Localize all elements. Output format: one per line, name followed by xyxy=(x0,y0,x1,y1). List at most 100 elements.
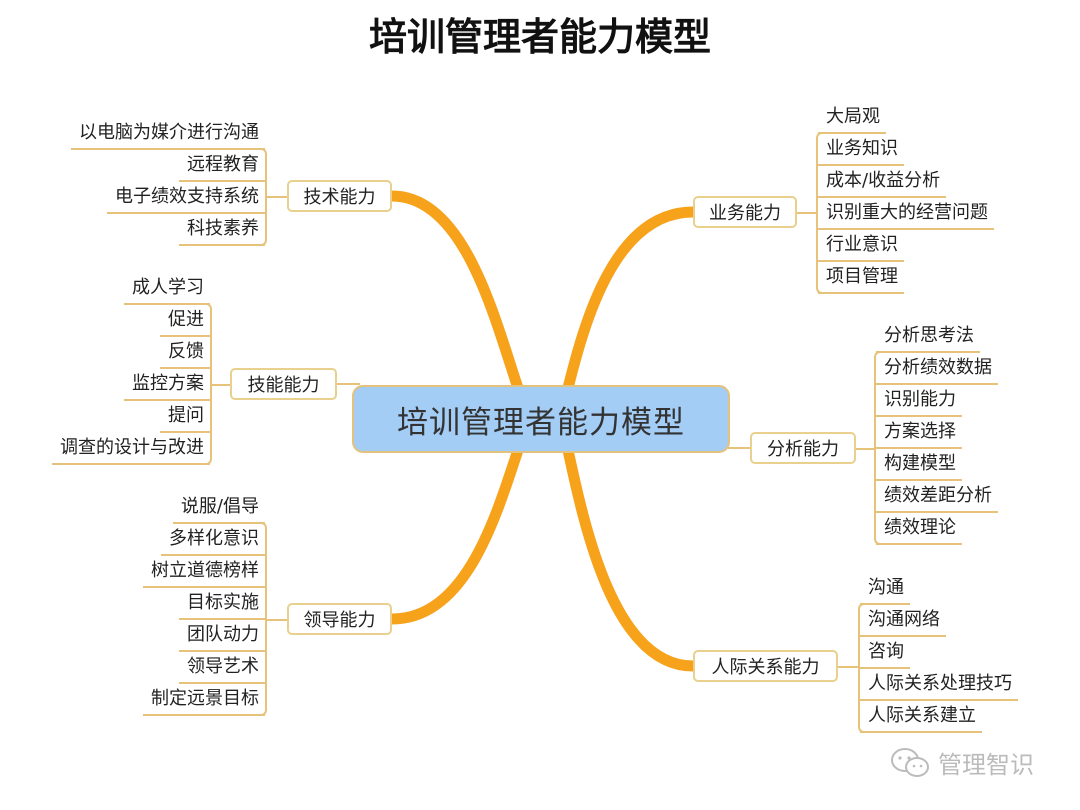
central-topic[interactable]: 培训管理者能力模型 xyxy=(352,385,730,453)
link-tech xyxy=(386,190,524,394)
leaf-label: 目标实施 xyxy=(179,590,265,620)
leaf-group-people: 沟通沟通网络咨询人际关系处理技巧人际关系建立 xyxy=(858,573,1018,733)
leaf-label: 构建模型 xyxy=(876,451,962,481)
branch-skill[interactable]: 技能能力 xyxy=(230,368,337,400)
leaf-item[interactable]: 人际关系建立 xyxy=(860,701,1018,733)
leaf-label: 绩效差距分析 xyxy=(876,483,998,513)
leaf-label: 说服/倡导 xyxy=(172,494,265,524)
bracket-connector xyxy=(856,448,876,450)
leaf-label: 人际关系建立 xyxy=(860,703,982,733)
leaf-item[interactable]: 领导艺术 xyxy=(143,652,265,684)
leaf-label: 绩效理论 xyxy=(876,515,962,545)
leaf-group-biz: 大局观业务知识成本/收益分析识别重大的经营问题行业意识项目管理 xyxy=(816,102,994,294)
leaf-label: 成人学习 xyxy=(124,275,210,305)
leaf-label: 反馈 xyxy=(160,339,210,369)
leaf-label: 提问 xyxy=(160,403,210,433)
branch-people[interactable]: 人际关系能力 xyxy=(693,650,838,682)
bracket-line xyxy=(257,148,267,246)
branch-lead[interactable]: 领导能力 xyxy=(287,603,392,635)
leaf-item[interactable]: 分析思考法 xyxy=(876,321,998,353)
bracket-line xyxy=(816,132,826,294)
leaf-label: 多样化意识 xyxy=(161,526,265,556)
leaf-item[interactable]: 绩效差距分析 xyxy=(876,481,998,513)
leaf-item[interactable]: 制定远景目标 xyxy=(143,684,265,716)
leaf-item[interactable]: 人际关系处理技巧 xyxy=(860,669,1018,701)
leaf-item[interactable]: 识别重大的经营问题 xyxy=(818,198,994,230)
leaf-item[interactable]: 项目管理 xyxy=(818,262,994,294)
leaf-group-analysis: 分析思考法分析绩效数据识别能力方案选择构建模型绩效差距分析绩效理论 xyxy=(874,321,998,545)
leaf-label: 调查的设计与改进 xyxy=(52,435,210,465)
leaf-label: 远程教育 xyxy=(179,152,265,182)
leaf-label: 人际关系处理技巧 xyxy=(860,671,1018,701)
leaf-group-lead: 说服/倡导多样化意识树立道德榜样目标实施团队动力领导艺术制定远景目标 xyxy=(143,492,267,716)
leaf-item[interactable]: 目标实施 xyxy=(143,588,265,620)
watermark-text: 管理智识 xyxy=(938,751,1034,779)
leaf-label: 团队动力 xyxy=(179,622,265,652)
leaf-label: 促进 xyxy=(160,307,210,337)
bracket-connector xyxy=(265,196,287,198)
leaf-label: 树立道德榜样 xyxy=(143,558,265,588)
leaf-label: 行业意识 xyxy=(818,232,904,262)
link-people xyxy=(562,444,699,672)
leaf-label: 项目管理 xyxy=(818,264,904,294)
bracket-line xyxy=(874,351,884,545)
bracket-connector xyxy=(265,619,287,621)
leaf-item[interactable]: 绩效理论 xyxy=(876,513,998,545)
leaf-label: 分析绩效数据 xyxy=(876,355,998,385)
leaf-item[interactable]: 说服/倡导 xyxy=(143,492,265,524)
bracket-connector xyxy=(838,666,860,668)
leaf-group-tech: 以电脑为媒介进行沟通远程教育电子绩效支持系统科技素养 xyxy=(71,118,267,246)
leaf-label: 沟通 xyxy=(860,575,910,605)
leaf-item[interactable]: 分析绩效数据 xyxy=(876,353,998,385)
leaf-item[interactable]: 电子绩效支持系统 xyxy=(71,182,265,214)
leaf-item[interactable]: 树立道德榜样 xyxy=(143,556,265,588)
bracket-line xyxy=(202,303,212,465)
leaf-label: 以电脑为媒介进行沟通 xyxy=(71,120,265,150)
leaf-label: 分析思考法 xyxy=(876,323,980,353)
leaf-item[interactable]: 调查的设计与改进 xyxy=(52,433,210,465)
leaf-label: 大局观 xyxy=(818,104,886,134)
leaf-item[interactable]: 沟通网络 xyxy=(860,605,1018,637)
leaf-item[interactable]: 以电脑为媒介进行沟通 xyxy=(71,118,265,150)
bracket-line xyxy=(257,522,267,716)
leaf-label: 识别重大的经营问题 xyxy=(818,200,994,230)
leaf-item[interactable]: 促进 xyxy=(52,305,210,337)
leaf-item[interactable]: 业务知识 xyxy=(818,134,994,166)
leaf-item[interactable]: 大局观 xyxy=(818,102,994,134)
leaf-label: 领导艺术 xyxy=(179,654,265,684)
leaf-label: 业务知识 xyxy=(818,136,904,166)
branch-biz[interactable]: 业务能力 xyxy=(693,196,797,228)
leaf-item[interactable]: 方案选择 xyxy=(876,417,998,449)
leaf-item[interactable]: 咨询 xyxy=(860,637,1018,669)
leaf-item[interactable]: 识别能力 xyxy=(876,385,998,417)
leaf-label: 监控方案 xyxy=(124,371,210,401)
leaf-item[interactable]: 科技素养 xyxy=(71,214,265,246)
leaf-label: 科技素养 xyxy=(179,216,265,246)
leaf-label: 制定远景目标 xyxy=(143,686,265,716)
link-lead xyxy=(386,444,524,625)
leaf-label: 沟通网络 xyxy=(860,607,946,637)
bracket-connector xyxy=(797,212,818,214)
leaf-group-skill: 成人学习促进反馈监控方案提问调查的设计与改进 xyxy=(52,273,212,465)
leaf-item[interactable]: 行业意识 xyxy=(818,230,994,262)
leaf-item[interactable]: 成人学习 xyxy=(52,273,210,305)
branch-tech[interactable]: 技术能力 xyxy=(287,180,392,212)
leaf-item[interactable]: 沟通 xyxy=(860,573,1018,605)
leaf-item[interactable]: 反馈 xyxy=(52,337,210,369)
leaf-item[interactable]: 远程教育 xyxy=(71,150,265,182)
leaf-label: 电子绩效支持系统 xyxy=(107,184,265,214)
link-biz xyxy=(562,206,699,394)
leaf-item[interactable]: 提问 xyxy=(52,401,210,433)
leaf-item[interactable]: 团队动力 xyxy=(143,620,265,652)
branch-analysis[interactable]: 分析能力 xyxy=(750,432,856,464)
leaf-label: 咨询 xyxy=(860,639,910,669)
leaf-item[interactable]: 构建模型 xyxy=(876,449,998,481)
leaf-item[interactable]: 成本/收益分析 xyxy=(818,166,994,198)
leaf-item[interactable]: 监控方案 xyxy=(52,369,210,401)
bracket-line xyxy=(858,603,868,733)
bracket-connector xyxy=(210,384,230,386)
leaf-label: 识别能力 xyxy=(876,387,962,417)
wechat-icon xyxy=(891,747,929,777)
leaf-item[interactable]: 多样化意识 xyxy=(143,524,265,556)
